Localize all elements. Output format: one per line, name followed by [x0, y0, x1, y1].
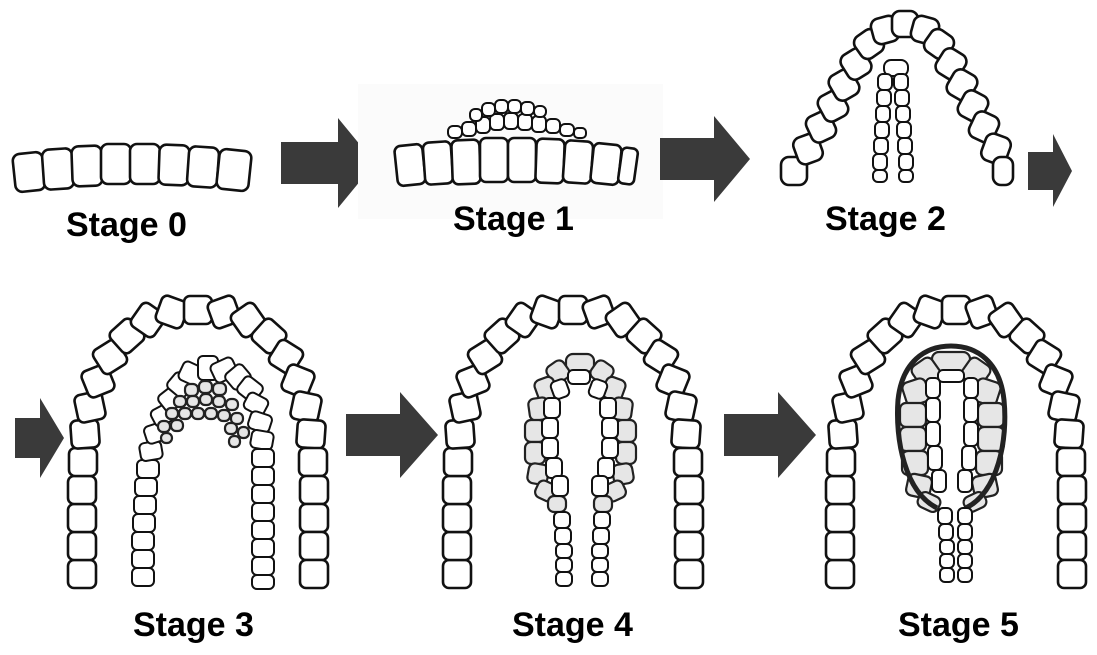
stage-5-drawing: [826, 294, 1086, 588]
stage-4-drawing: [443, 294, 703, 588]
stage-0-label: Stage 0: [66, 206, 187, 245]
stage-2-label: Stage 2: [825, 200, 946, 239]
stage-5-label: Stage 5: [898, 606, 1019, 645]
stage-1-label: Stage 1: [453, 200, 574, 239]
arrow-1-to-2: [660, 116, 750, 202]
arrow-3-to-4: [346, 392, 438, 478]
stage-0-drawing: [12, 144, 252, 192]
arrow-2-to-3-right: [1028, 134, 1072, 207]
stage-3-drawing: [68, 294, 328, 589]
stage-1-drawing: [358, 84, 663, 219]
stage-2-drawing: [781, 11, 1013, 185]
arrow-4-to-5: [724, 392, 816, 478]
stage-3-label: Stage 3: [133, 606, 254, 645]
stage-4-label: Stage 4: [512, 606, 633, 645]
arrow-2-to-3-left: [15, 398, 64, 478]
